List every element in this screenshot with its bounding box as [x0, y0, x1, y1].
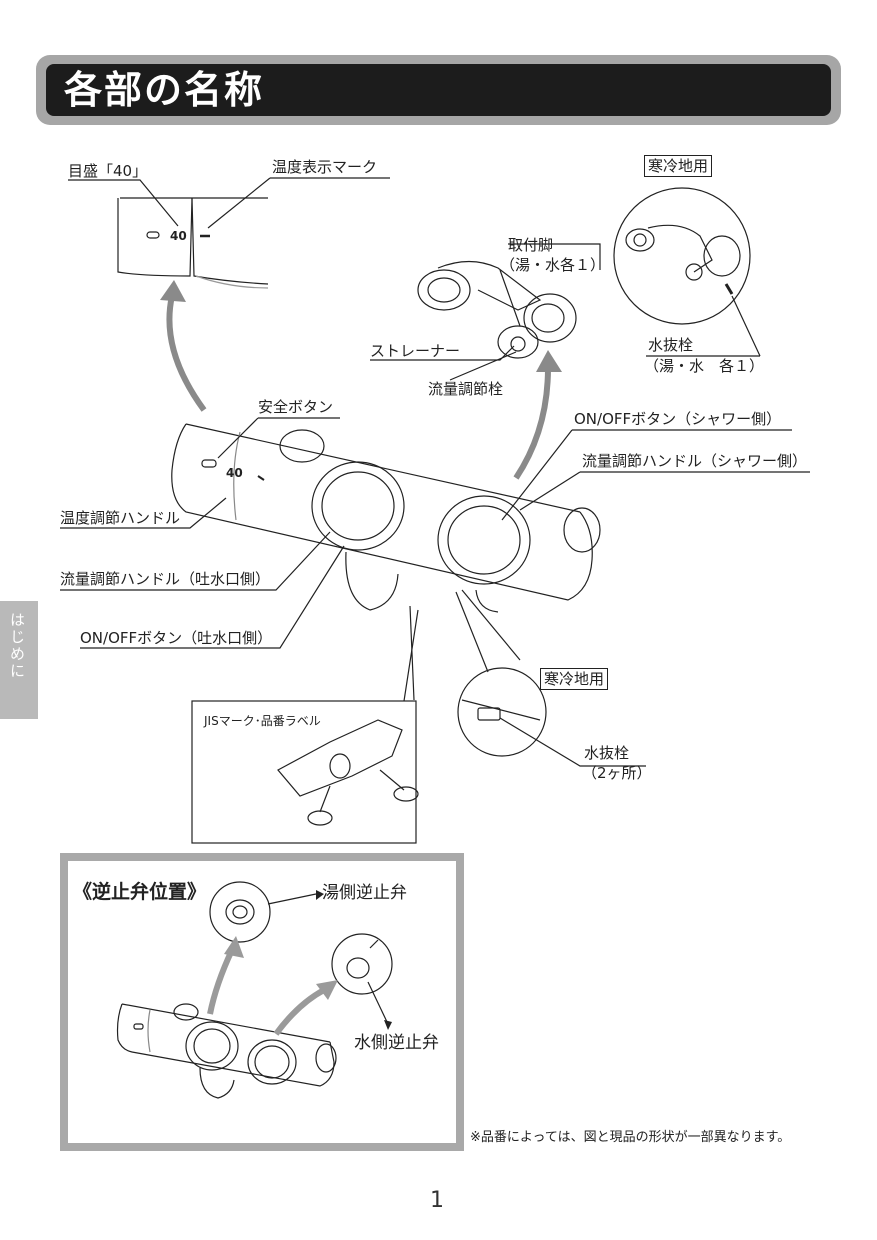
dial-number: 40 — [170, 229, 187, 243]
drain-plug-bottom-sub-label: （2ヶ所） — [582, 764, 652, 782]
drain-plug-top-sub-label: （湯・水 各１） — [644, 357, 765, 375]
page-title: 各部の名称 — [64, 68, 265, 112]
jis-label: JISマーク･品番ラベル — [204, 714, 321, 728]
cold-check-valve-label: 水側逆止弁 — [354, 1033, 439, 1053]
safety-button-label: 安全ボタン — [258, 398, 334, 416]
flow-stopcock-label: 流量調節栓 — [428, 380, 504, 398]
flow-handle-shower-label: 流量調節ハンドル（シャワー側） — [582, 452, 808, 470]
dial-number-main: 40 — [226, 466, 243, 480]
strainer-label: ストレーナー — [370, 342, 461, 360]
onoff-shower-label: ON/OFFボタン（シャワー側） — [574, 410, 782, 428]
check-valve-title: 《逆止弁位置》 — [73, 881, 207, 903]
side-tab-label: はじめに — [8, 612, 26, 680]
page-number: 1 — [430, 1188, 444, 1213]
drain-plug-bottom-label: 水抜栓 — [584, 744, 630, 762]
mount-leg-sub-label: （湯・水各１） — [500, 256, 606, 274]
hot-check-valve-label: 湯側逆止弁 — [322, 883, 407, 903]
side-tab[interactable] — [0, 601, 38, 719]
mount-leg-label: 取付脚 — [508, 236, 554, 254]
scale-40-label: 目盛「40」 — [68, 162, 148, 180]
footnote: ※品番によっては、図と現品の形状が一部異なります。 — [470, 1130, 791, 1145]
cold-region-top-label: 寒冷地用 — [644, 155, 713, 177]
temp-handle-label: 温度調節ハンドル — [60, 509, 181, 527]
cold-region-bottom-label: 寒冷地用 — [540, 668, 609, 690]
drain-plug-top-label: 水抜栓 — [648, 336, 694, 354]
flow-handle-spout-label: 流量調節ハンドル（吐水口側） — [60, 570, 271, 588]
temp-mark-label: 温度表示マーク — [272, 158, 378, 176]
onoff-spout-label: ON/OFFボタン（吐水口側） — [80, 629, 273, 647]
header-bar — [46, 64, 831, 116]
